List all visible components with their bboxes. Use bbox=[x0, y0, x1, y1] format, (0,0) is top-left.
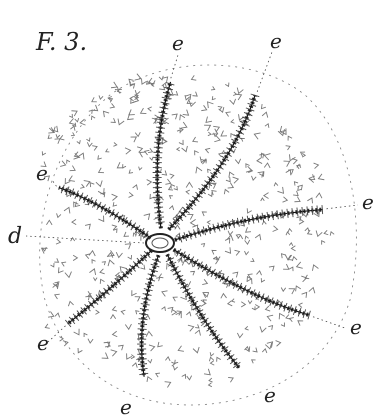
label-e-top-left: e bbox=[172, 31, 184, 55]
arm-lower-left bbox=[65, 250, 151, 327]
ambulacral-arms bbox=[59, 82, 323, 377]
label-e-lower-right: e bbox=[350, 315, 362, 339]
central-mouth bbox=[146, 234, 174, 252]
arm-top-left bbox=[153, 82, 175, 228]
label-e-top-right: e bbox=[270, 29, 282, 53]
disc-outline bbox=[40, 65, 357, 405]
label-d-left: d bbox=[8, 224, 22, 249]
figure-title: F. 3. bbox=[35, 28, 87, 56]
arm-bottom-left bbox=[137, 255, 161, 377]
label-e-lower-left: e bbox=[37, 331, 49, 355]
label-e-bottom-right: e bbox=[264, 383, 276, 407]
label-e-left: e bbox=[36, 161, 48, 185]
label-e-bottom-left: e bbox=[120, 395, 132, 419]
label-e-right: e bbox=[362, 190, 374, 214]
arm-top-right bbox=[169, 94, 260, 230]
surface-speckles bbox=[40, 74, 334, 388]
